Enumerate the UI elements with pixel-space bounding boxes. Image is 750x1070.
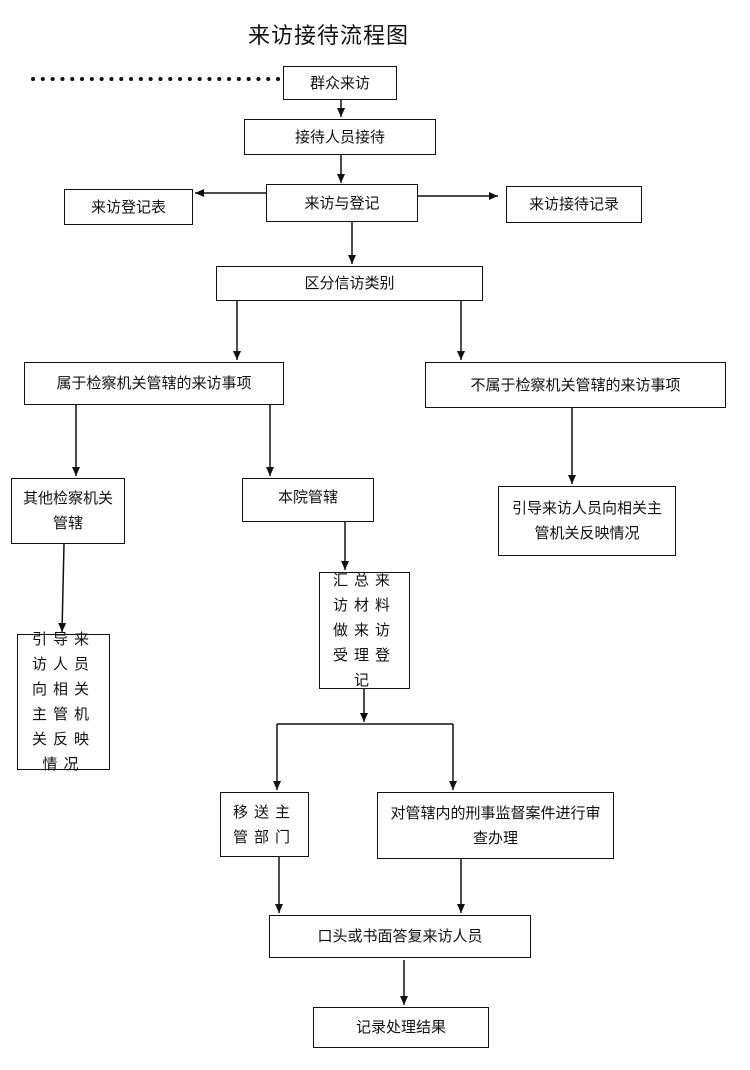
arrow-other-to-guide xyxy=(58,543,67,633)
node-in-scope: 属于检察机关管辖的来访事项 xyxy=(24,362,284,405)
node-visit: 群众来访 xyxy=(283,66,397,100)
node-summary: 汇总来访材料做来访受理登记 xyxy=(319,571,410,689)
node-result: 记录处理结果 xyxy=(313,1007,489,1048)
node-review: 对管辖内的刑事监督案件进行审查办理 xyxy=(377,792,614,859)
node-other-procuratorate: 其他检察机关管辖 xyxy=(11,478,125,544)
node-visit-record: 来访接待记录 xyxy=(506,186,642,223)
node-guide-right: 引导来访人员向相关主管机关反映情况 xyxy=(498,486,676,556)
dotted-lead-line xyxy=(31,77,282,81)
node-this-court: 本院管辖 xyxy=(242,478,374,522)
node-guide-left: 引导来访人员向相关主管机关反映情况 xyxy=(17,630,110,773)
node-reception: 接待人员接待 xyxy=(244,119,436,155)
node-out-scope: 不属于检察机关管辖的来访事项 xyxy=(425,362,726,408)
node-register: 来访与登记 xyxy=(266,184,418,222)
node-registration-form: 来访登记表 xyxy=(64,189,193,225)
node-reply: 口头或书面答复来访人员 xyxy=(269,915,531,958)
diagram-title: 来访接待流程图 xyxy=(248,24,410,49)
node-transfer: 移送主管部门 xyxy=(220,792,309,857)
node-classify: 区分信访类别 xyxy=(216,266,483,301)
